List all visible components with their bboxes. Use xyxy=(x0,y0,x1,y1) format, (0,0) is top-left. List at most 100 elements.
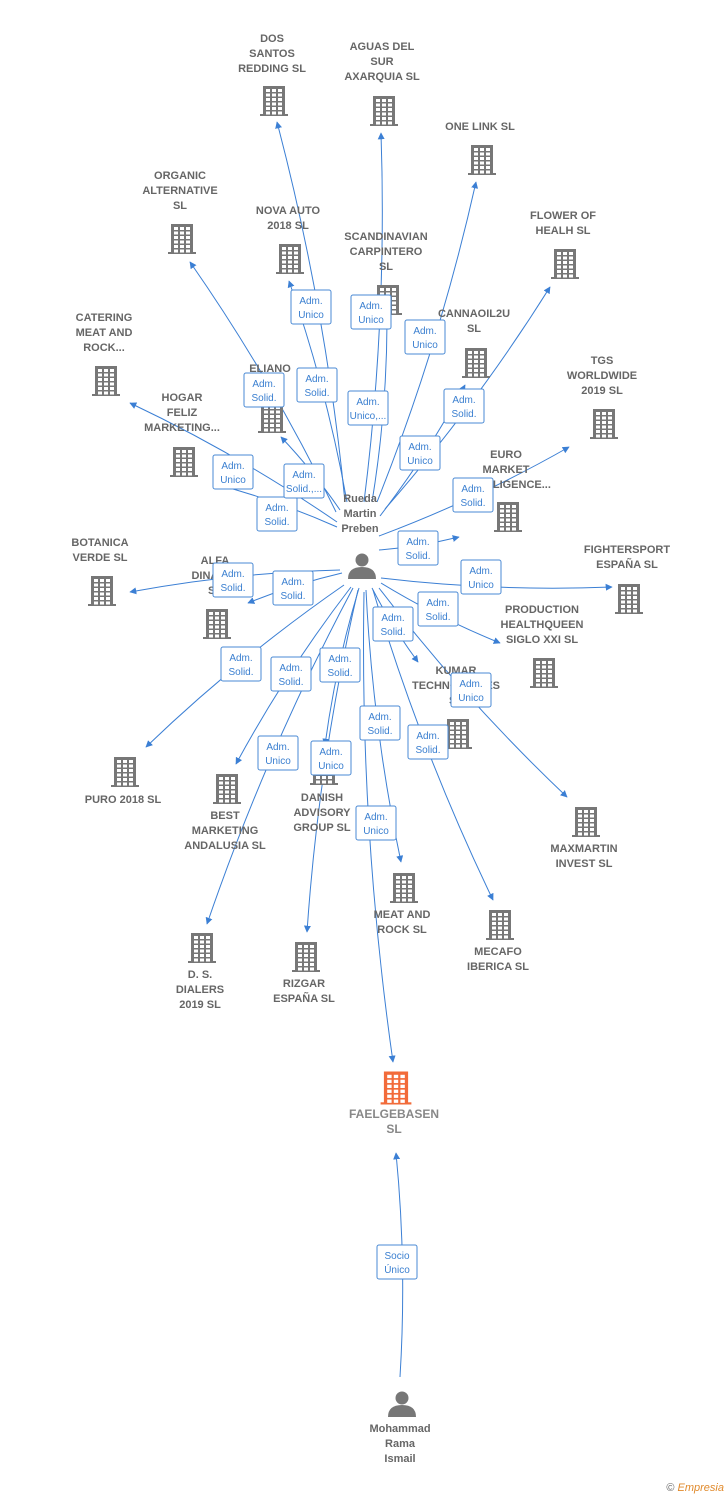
building-window xyxy=(194,945,198,948)
edge-label-box[interactable] xyxy=(256,496,298,532)
edge-label-faelgebasen[interactable]: Adm.Unico xyxy=(355,805,397,841)
building-icon xyxy=(170,447,198,477)
building-window xyxy=(504,917,508,921)
edge-label-box[interactable] xyxy=(257,735,299,771)
building-window xyxy=(608,430,612,433)
edge-label-box[interactable] xyxy=(376,1244,418,1280)
edge-label-box[interactable] xyxy=(272,570,314,606)
edge-label-box[interactable] xyxy=(404,319,446,355)
edge-label-box[interactable] xyxy=(399,435,441,471)
edge-label-eliano[interactable]: Adm.Solid.,... xyxy=(283,463,325,499)
edge-label-tgs[interactable]: Adm.Solid. xyxy=(452,477,494,513)
edge-label-rizgar[interactable]: Adm.Unico xyxy=(310,740,352,776)
edge-label-cannaoil[interactable]: Adm.Solid. xyxy=(443,388,485,424)
edge-label-production[interactable]: Adm.Solid. xyxy=(417,591,459,627)
edge-label-one_link[interactable]: Adm.Unico xyxy=(404,319,446,355)
edge-label-box[interactable] xyxy=(452,477,494,513)
edge-label-dos_santos[interactable]: Adm.Unico xyxy=(290,289,332,325)
edge-label-box[interactable] xyxy=(407,724,449,760)
edge-label-botanica[interactable]: Adm.Solid. xyxy=(212,562,254,598)
edge-label-box[interactable] xyxy=(417,591,459,627)
edge-label-scandinavian[interactable]: Adm.Unico,... xyxy=(347,390,389,426)
edge-label-meat_rock[interactable]: Adm.Solid. xyxy=(359,705,401,741)
edge-label-puro[interactable]: Adm.Solid. xyxy=(220,646,262,682)
edge-label-maxmartin[interactable]: Adm.Unico xyxy=(450,672,492,708)
edge-label-organic[interactable]: Adm.Solid. xyxy=(243,372,285,408)
edge-label-best[interactable]: Adm.Solid. xyxy=(270,656,312,692)
edge-label-box[interactable] xyxy=(212,562,254,598)
edge-label-box[interactable] xyxy=(355,805,397,841)
building-window xyxy=(627,609,631,613)
building-icon xyxy=(494,502,522,532)
edge-label-box[interactable] xyxy=(350,294,392,330)
node-hogar[interactable]: HOGARFELIZMARKETING... xyxy=(144,392,220,477)
edge-label-alfa[interactable]: Adm.Solid. xyxy=(272,570,314,606)
building-window xyxy=(180,245,184,248)
building-window xyxy=(221,625,225,629)
edge-label-box[interactable] xyxy=(372,606,414,642)
edge-label-box[interactable] xyxy=(347,390,389,426)
edge-label-box[interactable] xyxy=(450,672,492,708)
edge-label-box[interactable] xyxy=(359,705,401,741)
edge-label-fightersport[interactable]: Adm.Unico xyxy=(460,559,502,595)
edge-label-box[interactable] xyxy=(283,463,325,499)
node-label: ELIANO xyxy=(249,363,291,375)
edge-label-box[interactable] xyxy=(397,530,439,566)
building-window xyxy=(276,410,280,414)
node-puro[interactable]: PURO 2018 SL xyxy=(85,757,162,806)
edge-label-hogar[interactable]: Adm.Unico xyxy=(212,454,254,490)
edge-label-box[interactable] xyxy=(310,740,352,776)
edge-label-box[interactable] xyxy=(212,454,254,490)
node-label: INVEST SL xyxy=(556,858,613,870)
edge-label-euro[interactable]: Adm.Solid. xyxy=(397,530,439,566)
edge-label-box[interactable] xyxy=(290,289,332,325)
edge-label-box[interactable] xyxy=(460,559,502,595)
edge-label-mecafo[interactable]: Adm.Solid. xyxy=(407,724,449,760)
edge-label-box[interactable] xyxy=(270,656,312,692)
edge-label-danish[interactable]: Adm.Solid. xyxy=(319,647,361,683)
edge-label-flower[interactable]: Adm.Unico xyxy=(399,435,441,471)
building-window xyxy=(194,936,198,939)
edge-label-box[interactable] xyxy=(243,372,285,408)
edge-label-aguas[interactable]: Adm.Unico xyxy=(350,294,392,330)
building-window xyxy=(402,889,406,893)
edge-label-box[interactable] xyxy=(443,388,485,424)
edge-label-box[interactable] xyxy=(319,647,361,683)
building-window xyxy=(456,735,460,739)
building-window xyxy=(388,112,392,116)
building-window xyxy=(310,963,314,966)
building-window xyxy=(266,98,270,101)
edge-label-catering[interactable]: Adm.Solid. xyxy=(256,496,298,532)
edge-label-kumar[interactable]: Adm.Solid. xyxy=(372,606,414,642)
edge-label-text: Adm. xyxy=(356,397,379,408)
edge-label-nova_auto[interactable]: Adm.Solid. xyxy=(296,367,338,403)
edge-label-box[interactable] xyxy=(220,646,262,682)
edge-label-ds_dialers[interactable]: Adm.Unico xyxy=(257,735,299,771)
node-one_link[interactable]: ONE LINK SL xyxy=(445,121,515,175)
edge-label-box[interactable] xyxy=(296,367,338,403)
building-window xyxy=(174,240,178,244)
node-label: ADVISORY xyxy=(293,807,351,819)
